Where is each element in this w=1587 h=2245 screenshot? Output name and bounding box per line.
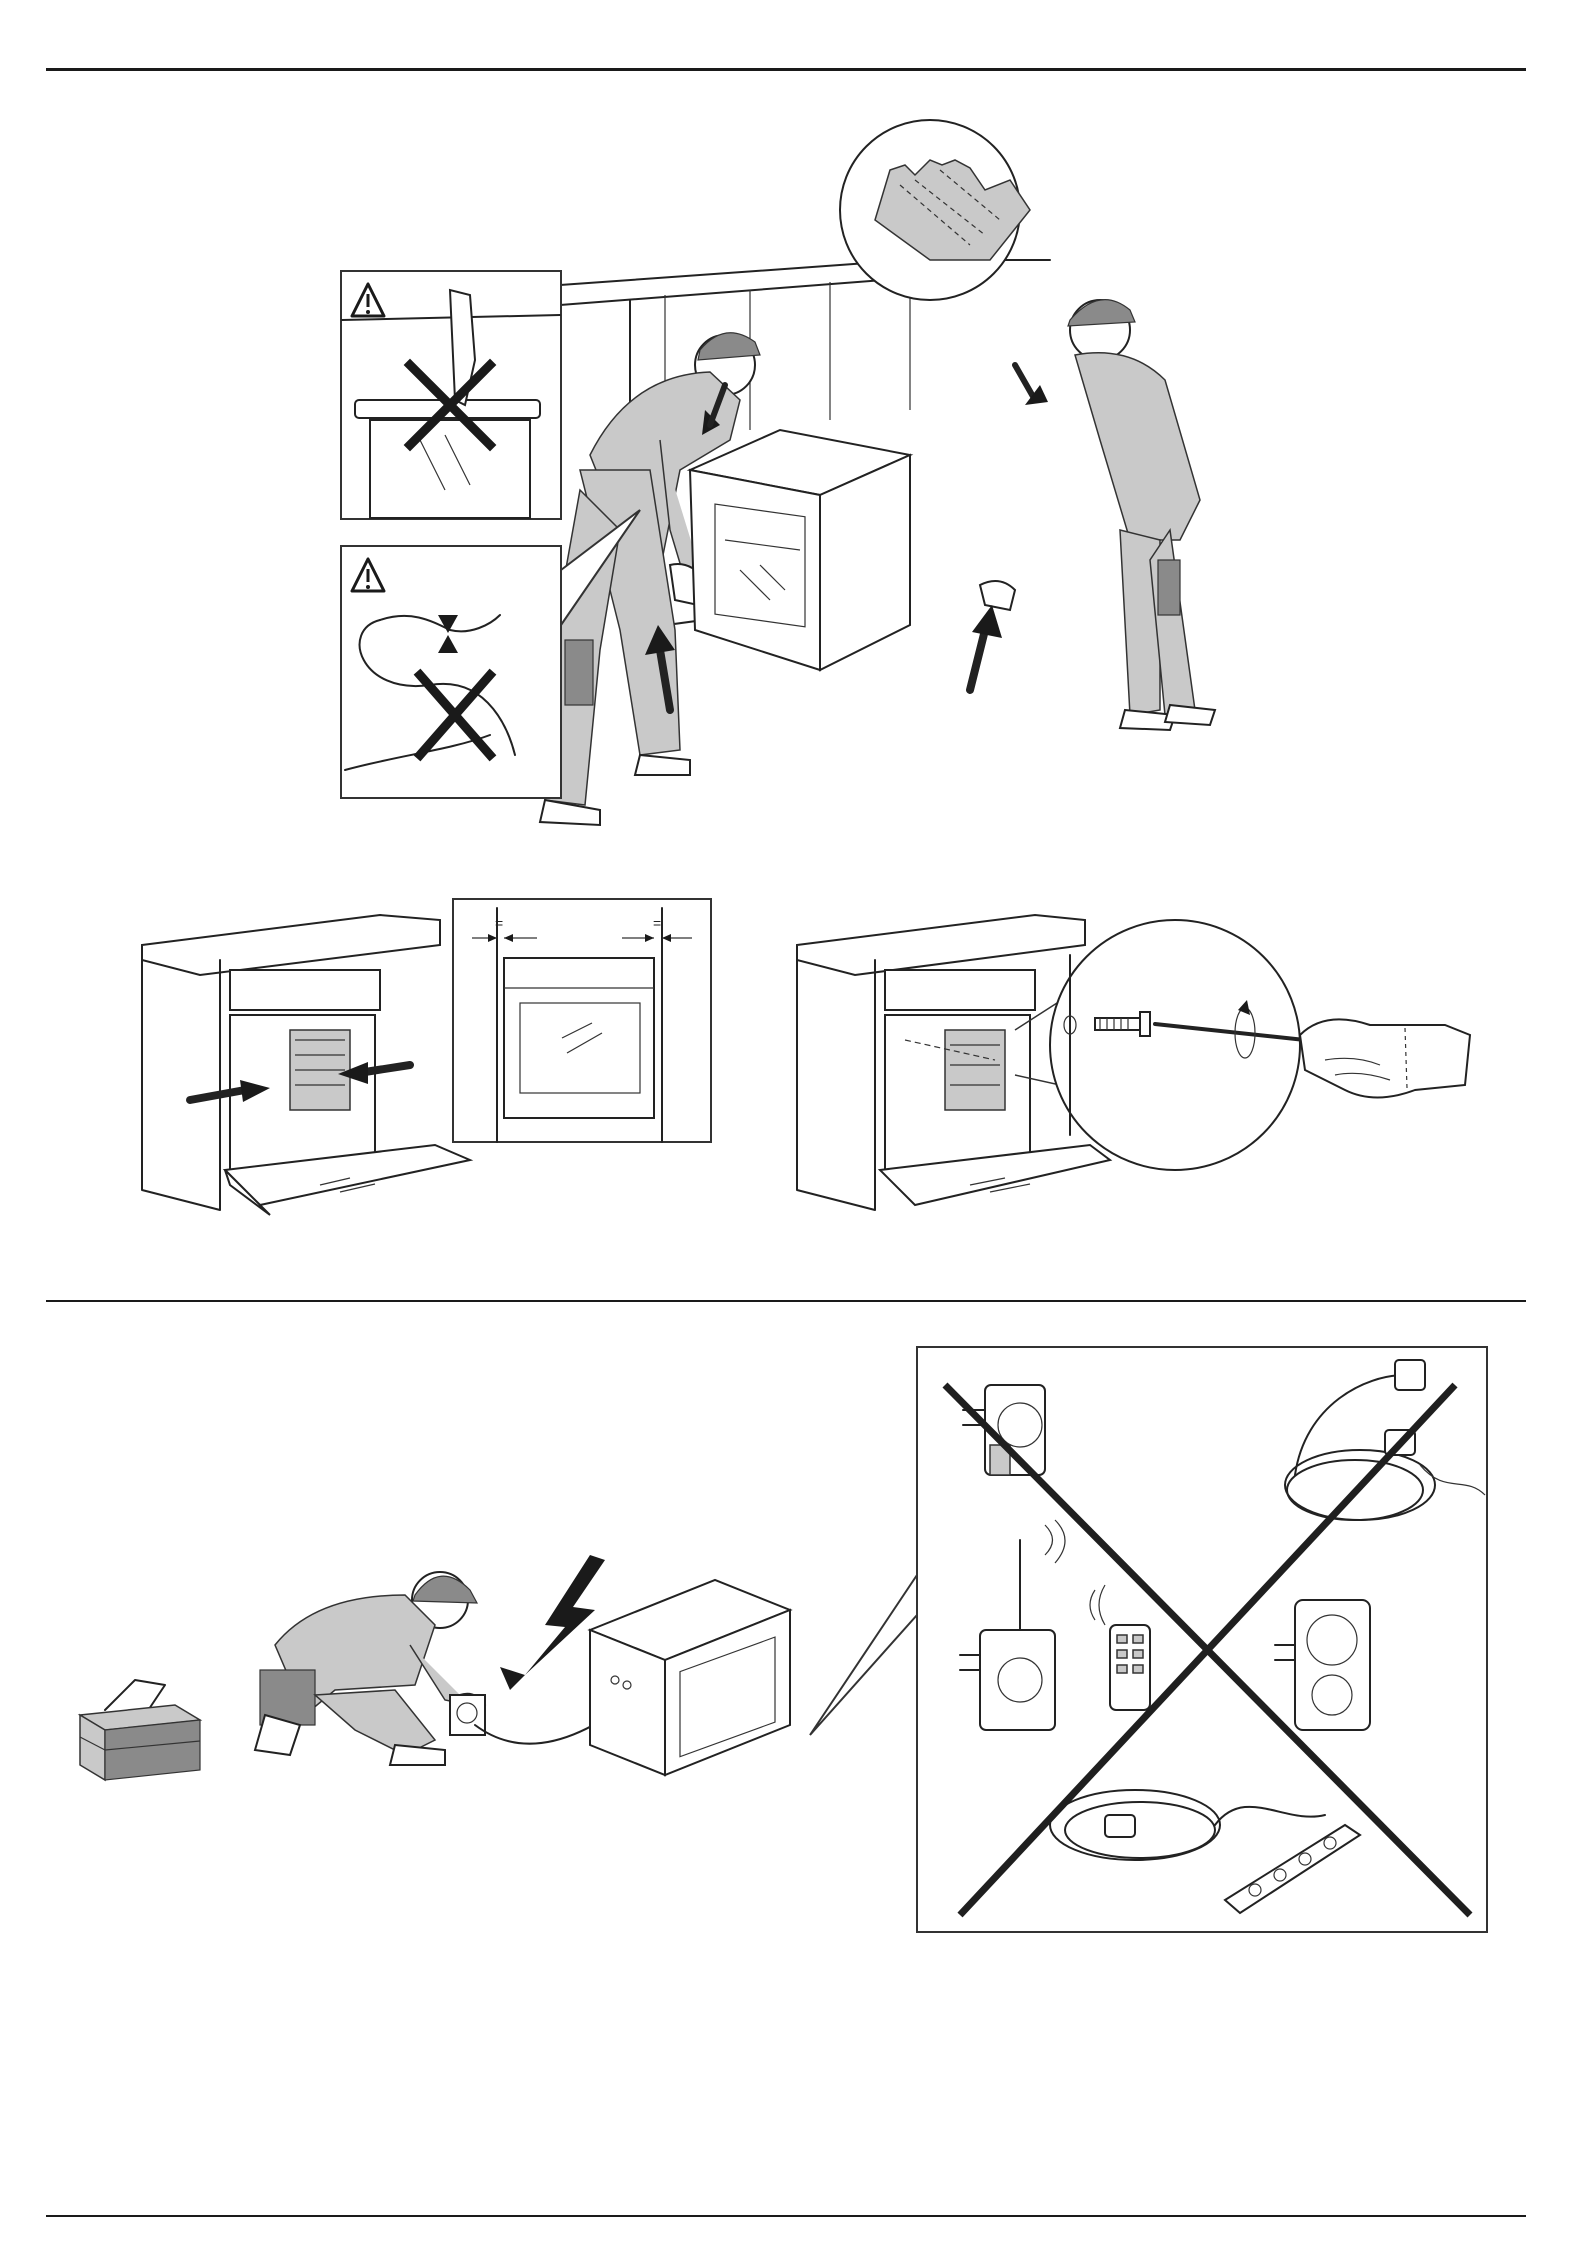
warning-panel-door-handle bbox=[340, 270, 562, 520]
equal-gap-detail: = = bbox=[452, 898, 712, 1143]
hand-holding-screwdriver bbox=[1300, 1019, 1470, 1097]
worker-plugging-illustration bbox=[245, 1555, 795, 1795]
gap-equal-label-left: = bbox=[495, 915, 503, 931]
warning-panel-cable bbox=[340, 545, 562, 800]
glove-callout bbox=[840, 120, 1030, 300]
prohibited-devices-panel bbox=[805, 1345, 1495, 1935]
oven-centering-illustration bbox=[140, 900, 470, 1230]
middle-rule bbox=[46, 1300, 1526, 1302]
bottom-rule bbox=[46, 2215, 1526, 2217]
crouching-worker bbox=[255, 1572, 485, 1765]
top-rule bbox=[46, 68, 1526, 71]
screw-fixing-illustration bbox=[795, 900, 1475, 1230]
gap-equal-label-right: = bbox=[653, 915, 661, 931]
oven-carried bbox=[690, 430, 910, 670]
oven-unit bbox=[590, 1580, 790, 1775]
zoom-circle bbox=[1050, 920, 1305, 1170]
toolbox-icon bbox=[75, 1675, 205, 1785]
